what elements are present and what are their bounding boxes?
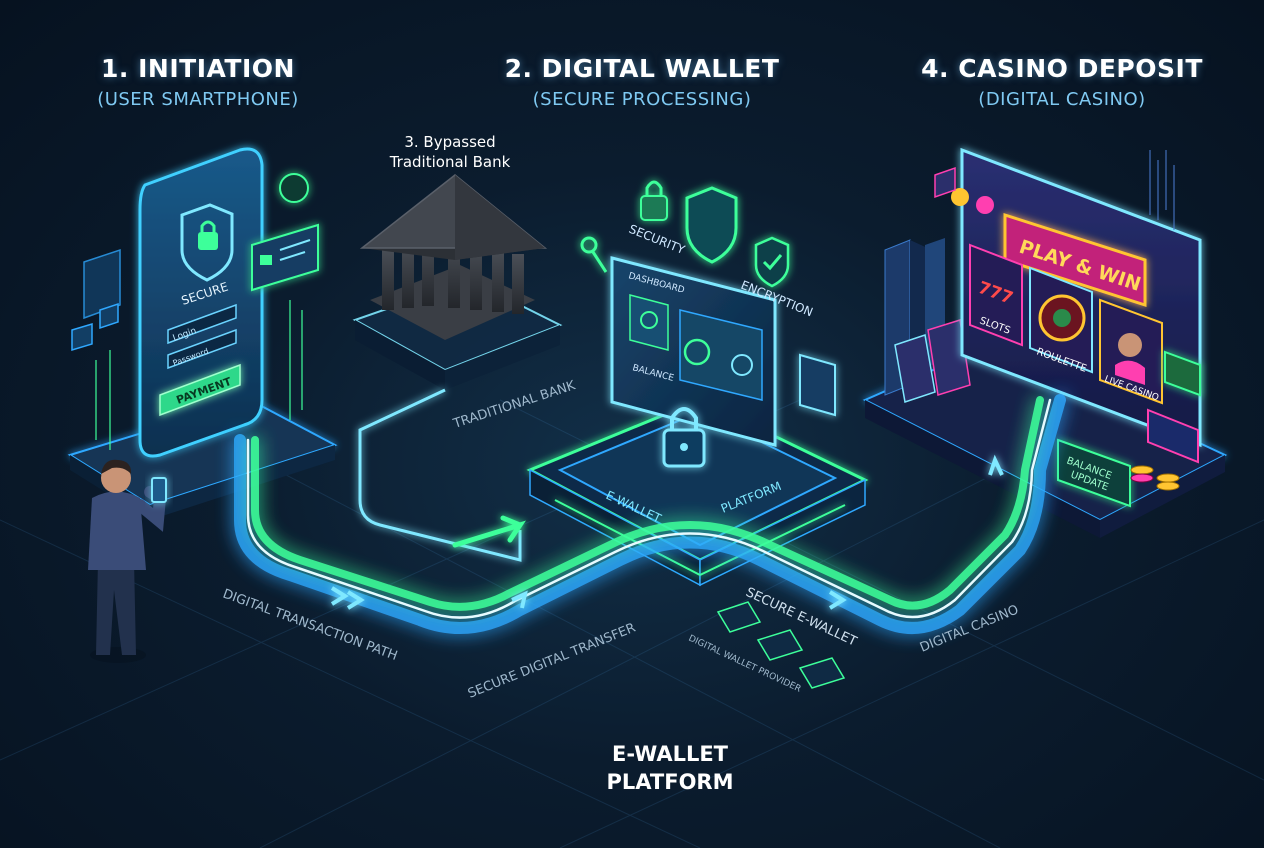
- key-icon: [580, 236, 608, 273]
- bottom-platform-label: E-WALLET PLATFORM: [540, 740, 800, 796]
- play-win-banner: [1003, 212, 1147, 308]
- key-tile-icon: [756, 629, 804, 661]
- bank-connector-line: [358, 388, 522, 562]
- padlock-tile-icon: [716, 601, 762, 633]
- step-1-heading: 1. INITIATION (USER SMARTPHONE): [18, 54, 378, 110]
- bank-building: [359, 174, 548, 340]
- balance-update-card: [1057, 438, 1131, 508]
- casino-towers: [884, 238, 971, 403]
- step-3-line-1: 3. Bypassed: [404, 133, 496, 151]
- bottom-label-line-1: E-WALLET: [611, 742, 729, 766]
- step-2-heading: 2. DIGITAL WALLET (SECURE PROCESSING): [462, 54, 822, 110]
- smartphone: [138, 147, 264, 458]
- shield-icon: [685, 186, 738, 264]
- slot-machine-left: [894, 334, 936, 403]
- login-field[interactable]: [167, 303, 237, 345]
- check-shield-icon: [754, 236, 790, 288]
- step-2-title: 2. DIGITAL WALLET: [504, 54, 780, 83]
- wallet-platform: [526, 398, 869, 587]
- green-arrow: [452, 515, 526, 548]
- password-field[interactable]: [167, 328, 237, 370]
- check-tile-icon: [798, 657, 846, 689]
- wallet-dashboard: [610, 256, 777, 447]
- transaction-path-highlight: [246, 398, 1052, 619]
- payment-button[interactable]: [159, 363, 241, 417]
- step-1-subtitle: (USER SMARTPHONE): [97, 89, 299, 110]
- slots-tile[interactable]: [969, 243, 1023, 347]
- step-4-subtitle: (DIGITAL CASINO): [978, 89, 1146, 110]
- phone-side-cards: [71, 173, 319, 450]
- lock-icon: [640, 195, 668, 221]
- transaction-path-inner: [251, 396, 1044, 611]
- step-4-title: 4. CASINO DEPOSIT: [921, 54, 1203, 83]
- bottom-label-line-2: PLATFORM: [606, 770, 734, 794]
- casino-chips-icon: [1130, 465, 1180, 491]
- casino-screen: [934, 147, 1202, 508]
- user-person: [88, 459, 167, 663]
- security-icons: [580, 180, 836, 417]
- step-2-subtitle: (SECURE PROCESSING): [532, 89, 752, 110]
- slot-machine-right: [927, 319, 971, 396]
- transaction-path-outer: [234, 394, 1066, 634]
- step-4-heading: 4. CASINO DEPOSIT (DIGITAL CASINO): [882, 54, 1242, 110]
- wallet-padlock: [662, 407, 706, 468]
- step-1-title: 1. INITIATION: [101, 54, 295, 83]
- step-3-line-2: Traditional Bank: [389, 153, 511, 171]
- path-chevrons: [330, 454, 1004, 610]
- step-3-heading: 3. Bypassed Traditional Bank: [360, 132, 540, 172]
